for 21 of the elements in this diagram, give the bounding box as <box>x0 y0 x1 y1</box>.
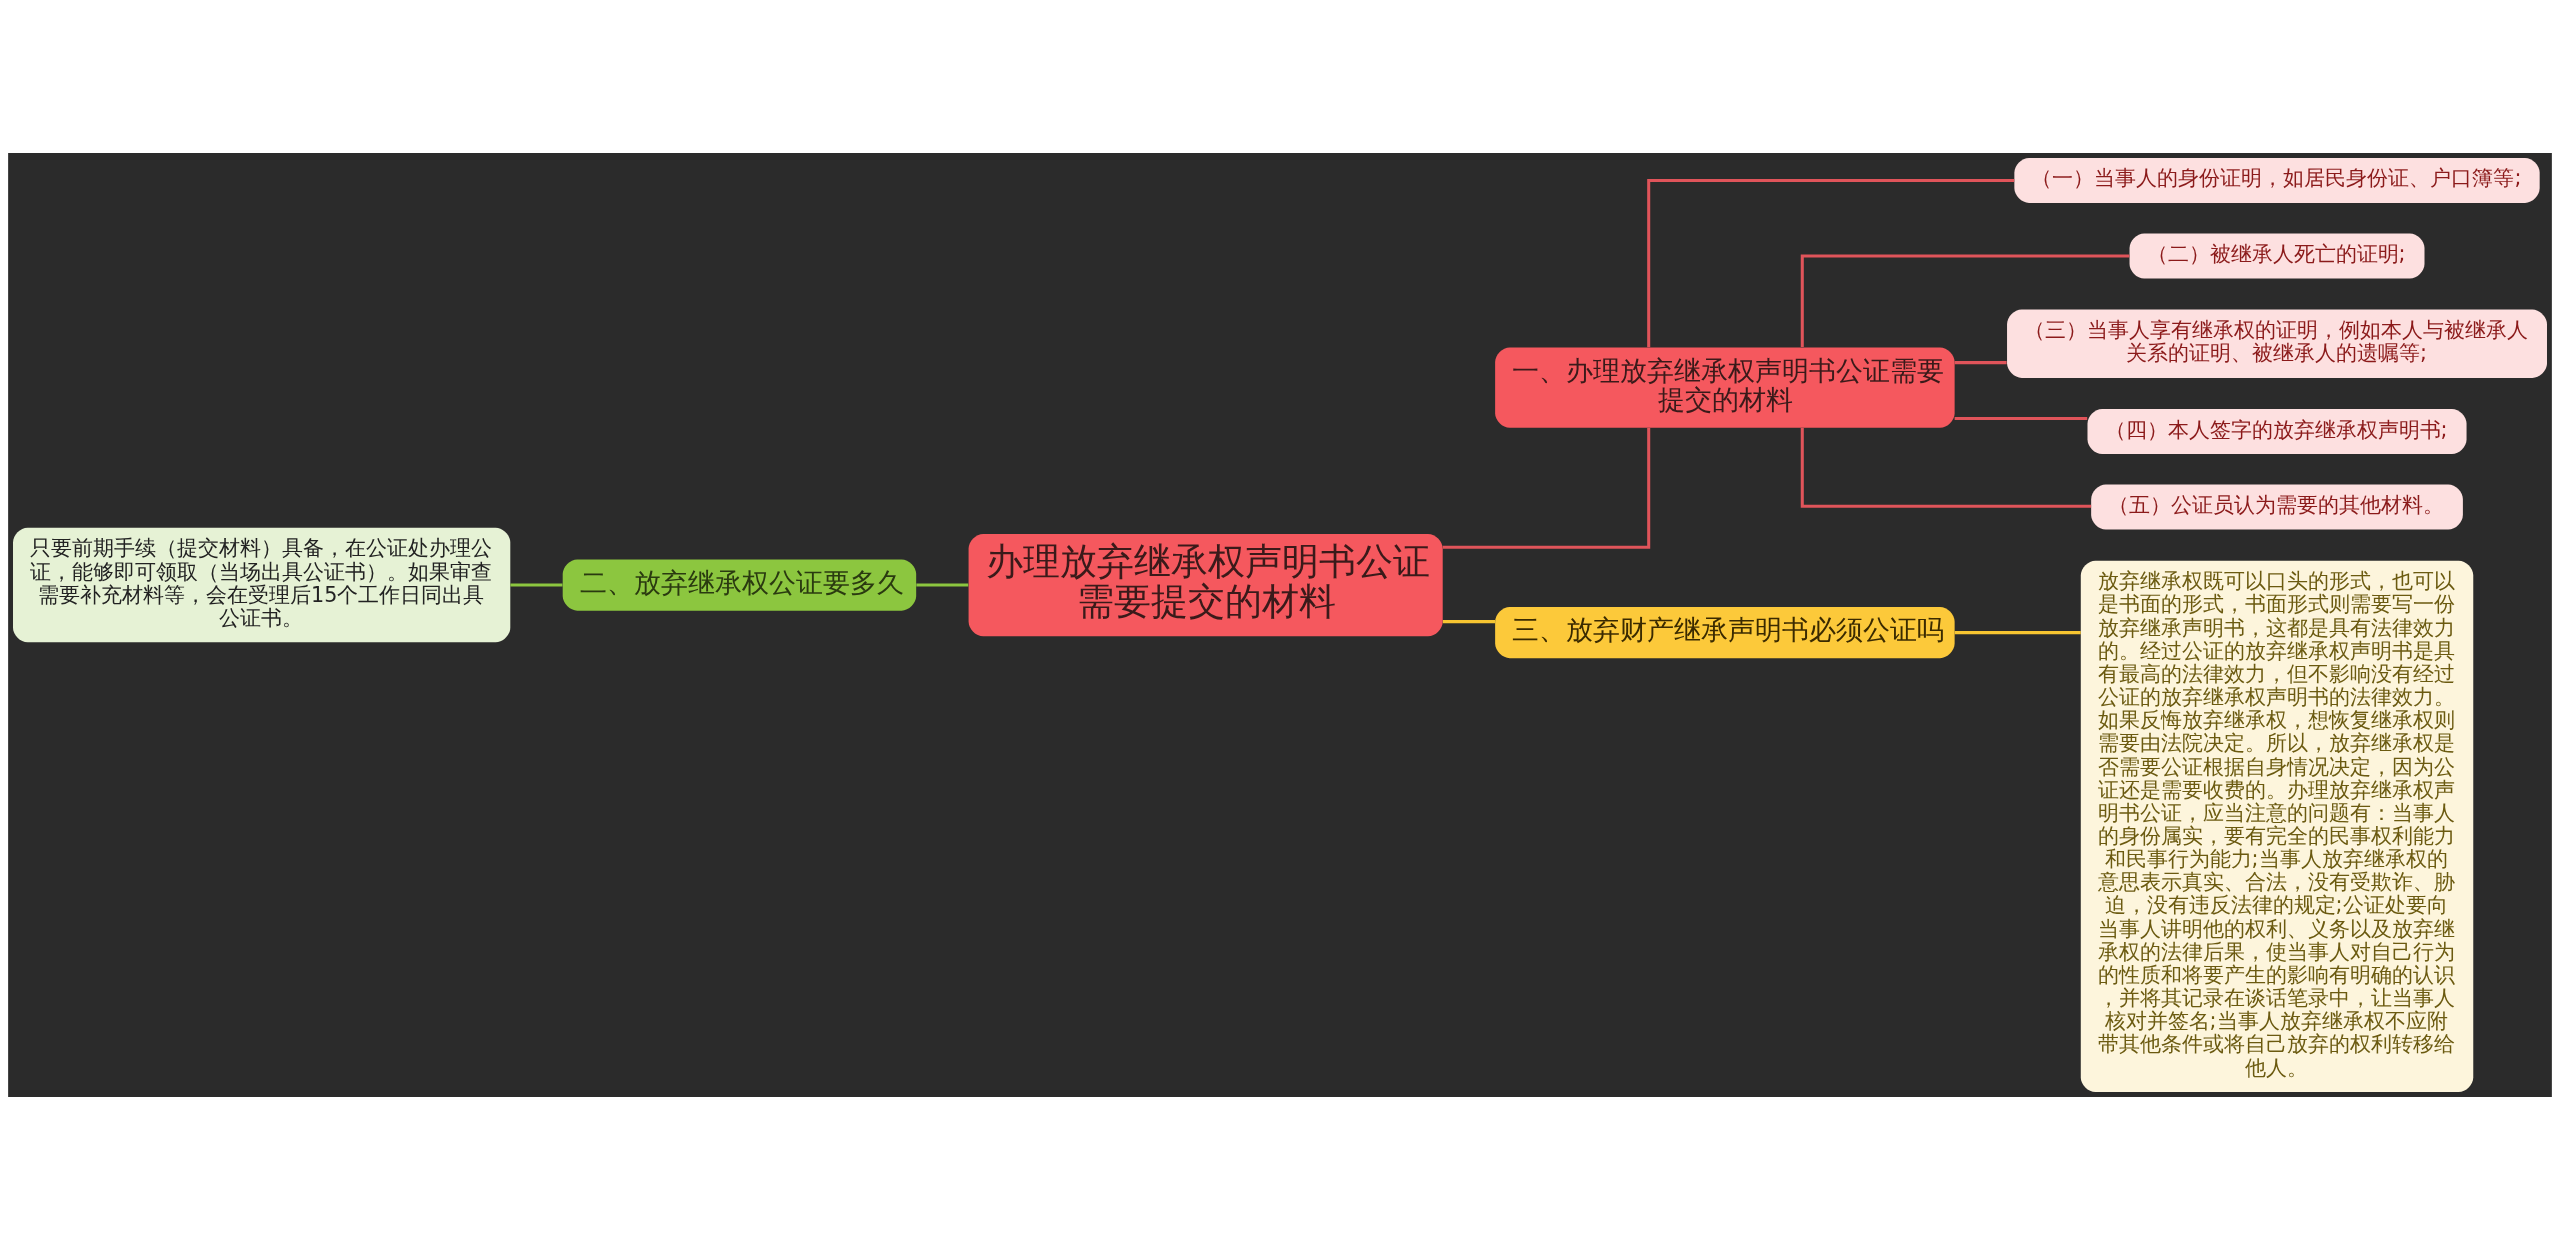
connector <box>1442 427 1651 549</box>
node-box: （五）公证员认为需要的其他材料。 <box>2091 484 2463 530</box>
connector <box>510 583 563 587</box>
node-box: 只要前期手续（提交材料）具备，在公证处办理公证，能够即可领取（当场出具公证书）。如果审查需要补充材料等，会在受理后15个工作日同出具公证书。 <box>13 527 511 642</box>
connector <box>1954 360 2007 364</box>
connector <box>1800 253 2130 347</box>
connector <box>1647 178 2015 347</box>
node-box: 办理放弃继承权声明书公证需要提交的材料 <box>968 533 1443 636</box>
node-box: 放弃继承权既可以口头的形式，也可以是书面的形式，书面形式则需要写一份放弃继承声明书，这都是具有法律效力的。经过公证的放弃继承权声明书是具有最高的法律效力，但不影响没有经过公证的放弃继承权声明书的法律效力。如果反悔放弃继承权，想恢复继承权则需要由法院决定。所以，放弃继承权是否需要公证根据自身情况决定，因为公证还是需要收费的。办理放弃继承权声明书公证，应当注意的问题有：当事人的身份属实，要有完全的民事权利能力和民事行为能力;当事人放弃继承权的意思表示真实、合法，没有受欺诈、胁迫，没有违反法律的规定;公证处要向当事人讲明他的权利、义务以及放弃继承权的法律后果，使当事人对自己行为的性质和将要产生的影响有明确的认识，并将其记录在谈话笔录中，让当事人核对并签名;当事人放弃继承权不应附带其他条件或将自己放弃的权利转移给他人。 <box>2080 560 2474 1092</box>
connector <box>1800 427 2092 508</box>
node-box: 二、放弃继承权公证要多久 <box>562 559 917 611</box>
connector <box>1954 630 2081 634</box>
connector <box>1954 416 2088 420</box>
node-box: （一）当事人的身份证明，如居民身份证、户口簿等; <box>2014 157 2540 203</box>
node-box: （二）被继承人死亡的证明; <box>2129 232 2425 279</box>
connector <box>1442 619 1496 623</box>
node-box: （四）本人签字的放弃继承权声明书; <box>2087 408 2467 454</box>
node-box: 三、放弃财产继承声明书必须公证吗 <box>1495 606 1955 658</box>
connector <box>916 583 969 587</box>
node-box: 一、办理放弃继承权声明书公证需要提交的材料 <box>1495 346 1955 428</box>
node-box: （三）当事人享有继承权的证明，例如本人与被继承人关系的证明、被继承人的遗嘱等; <box>2007 309 2547 378</box>
